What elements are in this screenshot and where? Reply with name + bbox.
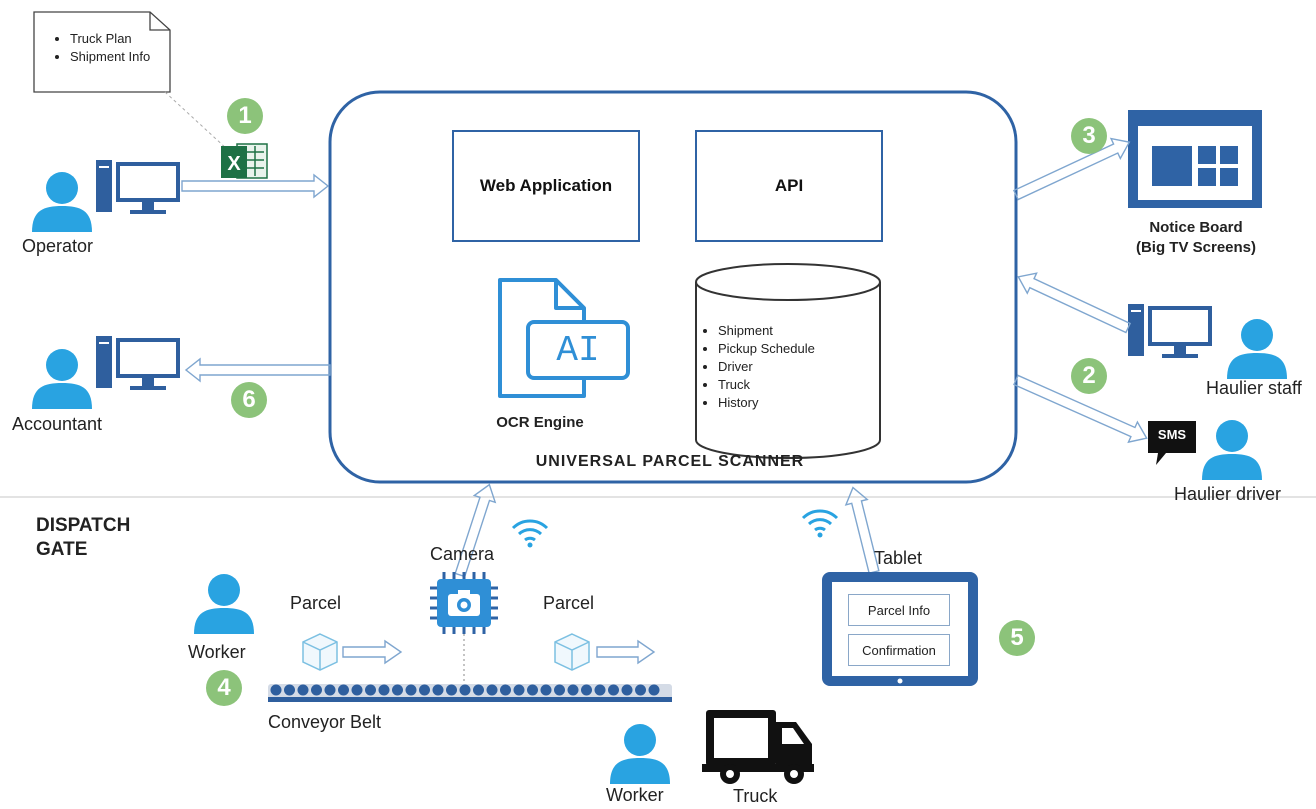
conveyor-roller [311, 684, 322, 696]
step-4-badge: 4 [206, 670, 242, 706]
database-list: ShipmentPickup ScheduleDriverTruckHistor… [700, 322, 880, 412]
conveyor-roller [297, 684, 309, 696]
haulier-staff-label: Haulier staff [1206, 378, 1302, 398]
conveyor-roller [351, 684, 363, 696]
sms-label: SMS [1157, 427, 1187, 442]
camera-label: Camera [430, 544, 495, 564]
database-list-item: Driver [718, 358, 880, 376]
conveyor-roller [284, 684, 295, 696]
conveyor-roller [392, 684, 403, 696]
arrows [181, 137, 1148, 665]
worker-person-icon [194, 574, 254, 634]
tablet-label: Tablet [874, 548, 923, 568]
database-list-item: Shipment [718, 322, 880, 340]
operator-person-icon [32, 172, 92, 232]
web-application-box: Web Application [452, 130, 640, 242]
notice-board-subtitle: (Big TV Screens) [1135, 239, 1257, 256]
conveyor-roller [486, 684, 498, 696]
notice-board-label: Notice Board (Big TV Screens) [1108, 218, 1284, 258]
conveyor-roller [473, 684, 484, 696]
dispatch-gate-label: DISPATCH GATE [36, 514, 130, 562]
step-2-badge: 2 [1071, 358, 1107, 394]
conveyor-roller [581, 684, 592, 696]
conveyor-roller [459, 684, 471, 696]
haulier-staff-computer-icon [1128, 304, 1212, 358]
conveyor-roller [621, 684, 633, 696]
notice-board-icon [1128, 110, 1262, 208]
database-icon [695, 263, 881, 459]
parcel-info-button[interactable]: Parcel Info [848, 594, 950, 626]
conveyor-roller [513, 684, 525, 696]
conveyor-roller [527, 684, 538, 696]
haulier-staff-person-icon [1227, 319, 1287, 379]
database-list-item: History [718, 394, 880, 412]
parcel-label: Parcel [543, 593, 595, 613]
svg-text:X: X [227, 153, 241, 175]
ocr-ai-glyph: AI [556, 329, 600, 371]
haulier-driver-label: Haulier driver [1174, 484, 1282, 504]
step-5-badge: 5 [999, 620, 1035, 656]
api-box: API [695, 130, 883, 242]
excel-icon: X [221, 143, 268, 179]
conveyor-roller [419, 684, 430, 696]
operator-label: Operator [22, 236, 94, 256]
system-boundary [328, 90, 1018, 484]
parcel-box-icon [302, 633, 338, 671]
note-list-item: Truck Plan [70, 30, 162, 48]
step-3-badge: 3 [1071, 118, 1107, 154]
conveyor-roller [594, 684, 606, 696]
operator-computer-icon [96, 160, 180, 214]
conveyor-roller [378, 684, 390, 696]
confirmation-button[interactable]: Confirmation [848, 634, 950, 666]
sms-icon [1148, 421, 1196, 465]
conveyor-roller [608, 684, 619, 696]
note-list-item: Shipment Info [70, 48, 162, 66]
conveyor-roller [324, 684, 336, 696]
parcel-label: Parcel [290, 593, 342, 613]
step-1-badge: 1 [227, 98, 263, 134]
conveyor-roller [270, 684, 282, 696]
conveyor-belt-icon [268, 684, 672, 702]
haulier-driver-person-icon [1202, 420, 1262, 480]
tablet-device [822, 572, 978, 686]
accountant-person-icon [32, 349, 92, 409]
camera-chip-icon [430, 572, 498, 634]
truck-label: Truck [733, 786, 778, 806]
wifi-icon [801, 509, 839, 539]
conveyor-roller [635, 684, 646, 696]
worker-label: Worker [188, 642, 246, 662]
conveyor-roller [405, 684, 417, 696]
truck-icon [702, 710, 814, 784]
conveyor-roller [554, 684, 565, 696]
dispatch-gate-line2: GATE [36, 539, 88, 560]
conveyor-roller [365, 684, 376, 696]
notice-board-title: Notice Board [1149, 219, 1243, 236]
conveyor-roller [500, 684, 511, 696]
wifi-icon [511, 519, 549, 549]
worker-person-icon [610, 724, 670, 784]
ocr-engine-label: OCR Engine [496, 414, 584, 431]
conveyor-roller [648, 684, 660, 696]
conveyor-roller [432, 684, 444, 696]
accountant-label: Accountant [12, 414, 103, 434]
system-title: UNIVERSAL PARCEL SCANNER [535, 453, 805, 470]
parcel-box-icon [554, 633, 590, 671]
ocr-document-icon [498, 278, 630, 398]
note-document [33, 11, 171, 93]
step-6-badge: 6 [231, 382, 267, 418]
accountant-computer-icon [96, 336, 180, 390]
note-list: Truck PlanShipment Info [52, 30, 162, 66]
conveyor-roller [338, 684, 349, 696]
conveyor-roller [567, 684, 579, 696]
worker-label: Worker [606, 785, 664, 805]
conveyor-roller [446, 684, 457, 696]
dispatch-gate-line1: DISPATCH [36, 515, 131, 536]
database-list-item: Truck [718, 376, 880, 394]
conveyor-roller [540, 684, 552, 696]
database-list-item: Pickup Schedule [718, 340, 880, 358]
conveyor-belt-label: Conveyor Belt [268, 712, 382, 732]
